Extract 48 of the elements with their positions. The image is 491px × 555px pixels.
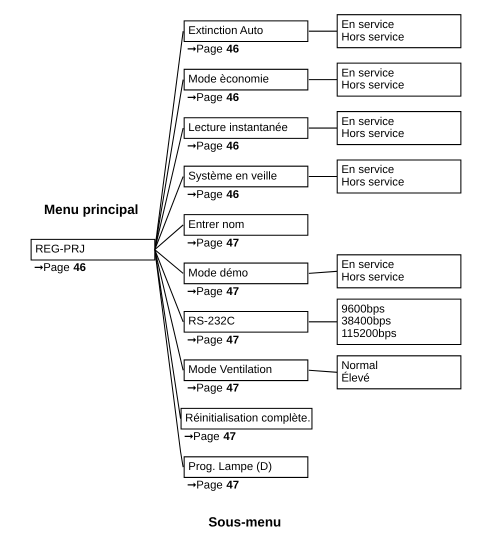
- node-box: En service Hors service: [336, 254, 461, 288]
- connector: [154, 250, 184, 370]
- node-label: ➞Page 46: [186, 92, 239, 104]
- connector: [308, 270, 337, 274]
- node-box: En service Hors service: [336, 111, 461, 146]
- node-box: Lecture instantanée: [183, 117, 308, 139]
- connector: [154, 250, 181, 419]
- node-box: Prog. Lampe (D): [183, 456, 308, 478]
- connector: [308, 176, 337, 178]
- node-box: Mode Ventilation: [183, 359, 308, 382]
- node-label: ➞Page 47: [186, 382, 239, 395]
- node-box: Réinitialisation complète.: [180, 408, 312, 430]
- node-label: ➞Page 47: [186, 334, 239, 346]
- connector: [308, 30, 337, 32]
- node-box: En service Hors service: [336, 62, 461, 97]
- connector: [154, 128, 184, 250]
- connector: [154, 80, 184, 250]
- node-label: ➞Page 47: [186, 480, 239, 492]
- connector: [308, 370, 337, 373]
- node-box: En service Hors service: [336, 160, 461, 194]
- connector: [154, 249, 183, 274]
- connector: [154, 249, 184, 322]
- node-box: Mode démo: [183, 262, 308, 284]
- node-label: ➞Page 46: [34, 262, 86, 274]
- connector: [154, 224, 183, 250]
- node-label: ➞Page 47: [186, 286, 239, 298]
- label: Sous-menu: [208, 514, 281, 530]
- node-box: Mode èconomie: [183, 68, 308, 90]
- node-box: 9600bps 38400bps 115200bps: [336, 298, 461, 345]
- connector: [308, 79, 337, 80]
- node-box: REG-PRJ: [30, 238, 155, 260]
- connector: [154, 31, 184, 250]
- connector: [308, 128, 337, 129]
- label: Menu principal: [44, 202, 138, 218]
- node-label: ➞Page 47: [184, 431, 236, 444]
- node-label: ➞Page 46: [186, 140, 239, 152]
- node-box: RS-232C: [183, 311, 308, 333]
- node-box: Extinction Auto: [183, 20, 308, 42]
- node-label: ➞Page 46: [186, 44, 239, 56]
- node-box: Normal Élevé: [336, 355, 461, 390]
- node-box: Entrer nom: [183, 214, 308, 236]
- connector: [154, 176, 184, 250]
- connector: [308, 321, 337, 322]
- node-box: En service Hors service: [336, 14, 461, 48]
- node-box: Système en veille: [183, 166, 308, 188]
- node-label: ➞Page 47: [186, 237, 239, 250]
- node-label: ➞Page 46: [186, 188, 239, 201]
- connector: [154, 250, 184, 468]
